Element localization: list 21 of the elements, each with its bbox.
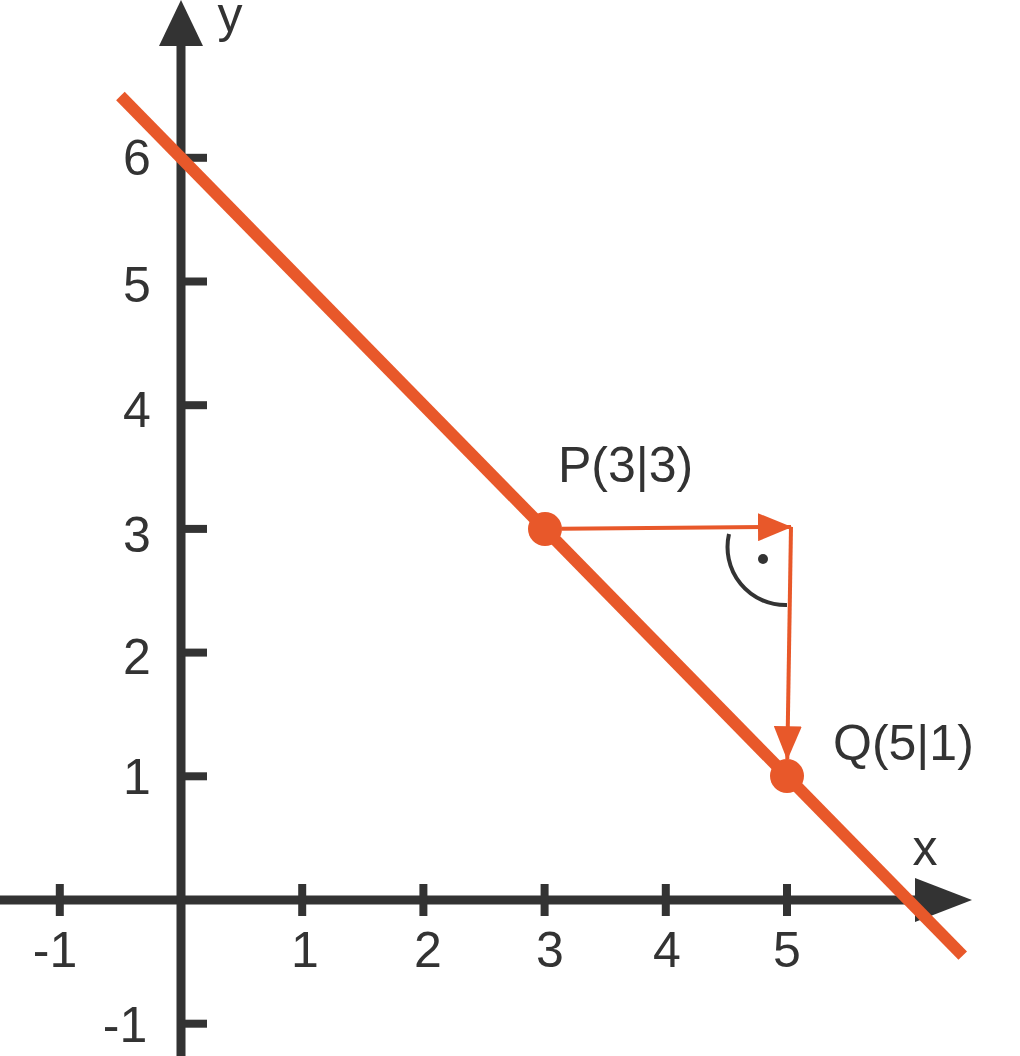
axis-label: -1 xyxy=(102,1000,148,1050)
axis-label: -1 xyxy=(32,925,78,975)
axis-label: 4 xyxy=(653,925,681,975)
point-label: P(3|3) xyxy=(558,440,694,490)
axis-label: 5 xyxy=(773,925,801,975)
arrow xyxy=(561,513,792,542)
point-marker xyxy=(770,759,804,794)
axis-label: y xyxy=(217,0,243,40)
axis-label: 1 xyxy=(123,752,151,802)
axis-label: 4 xyxy=(123,385,151,435)
point-marker xyxy=(527,511,562,546)
axis-label: 6 xyxy=(123,133,151,183)
axis-label: 5 xyxy=(123,260,151,310)
arrow xyxy=(773,526,802,761)
axis-label: 3 xyxy=(123,510,151,560)
axis-label: x xyxy=(912,823,938,873)
axis-label: 2 xyxy=(123,632,151,682)
axis-label: 1 xyxy=(291,925,319,975)
axis-label: 3 xyxy=(536,925,564,975)
axis-label: 2 xyxy=(414,925,442,975)
point-label: Q(5|1) xyxy=(833,718,974,768)
